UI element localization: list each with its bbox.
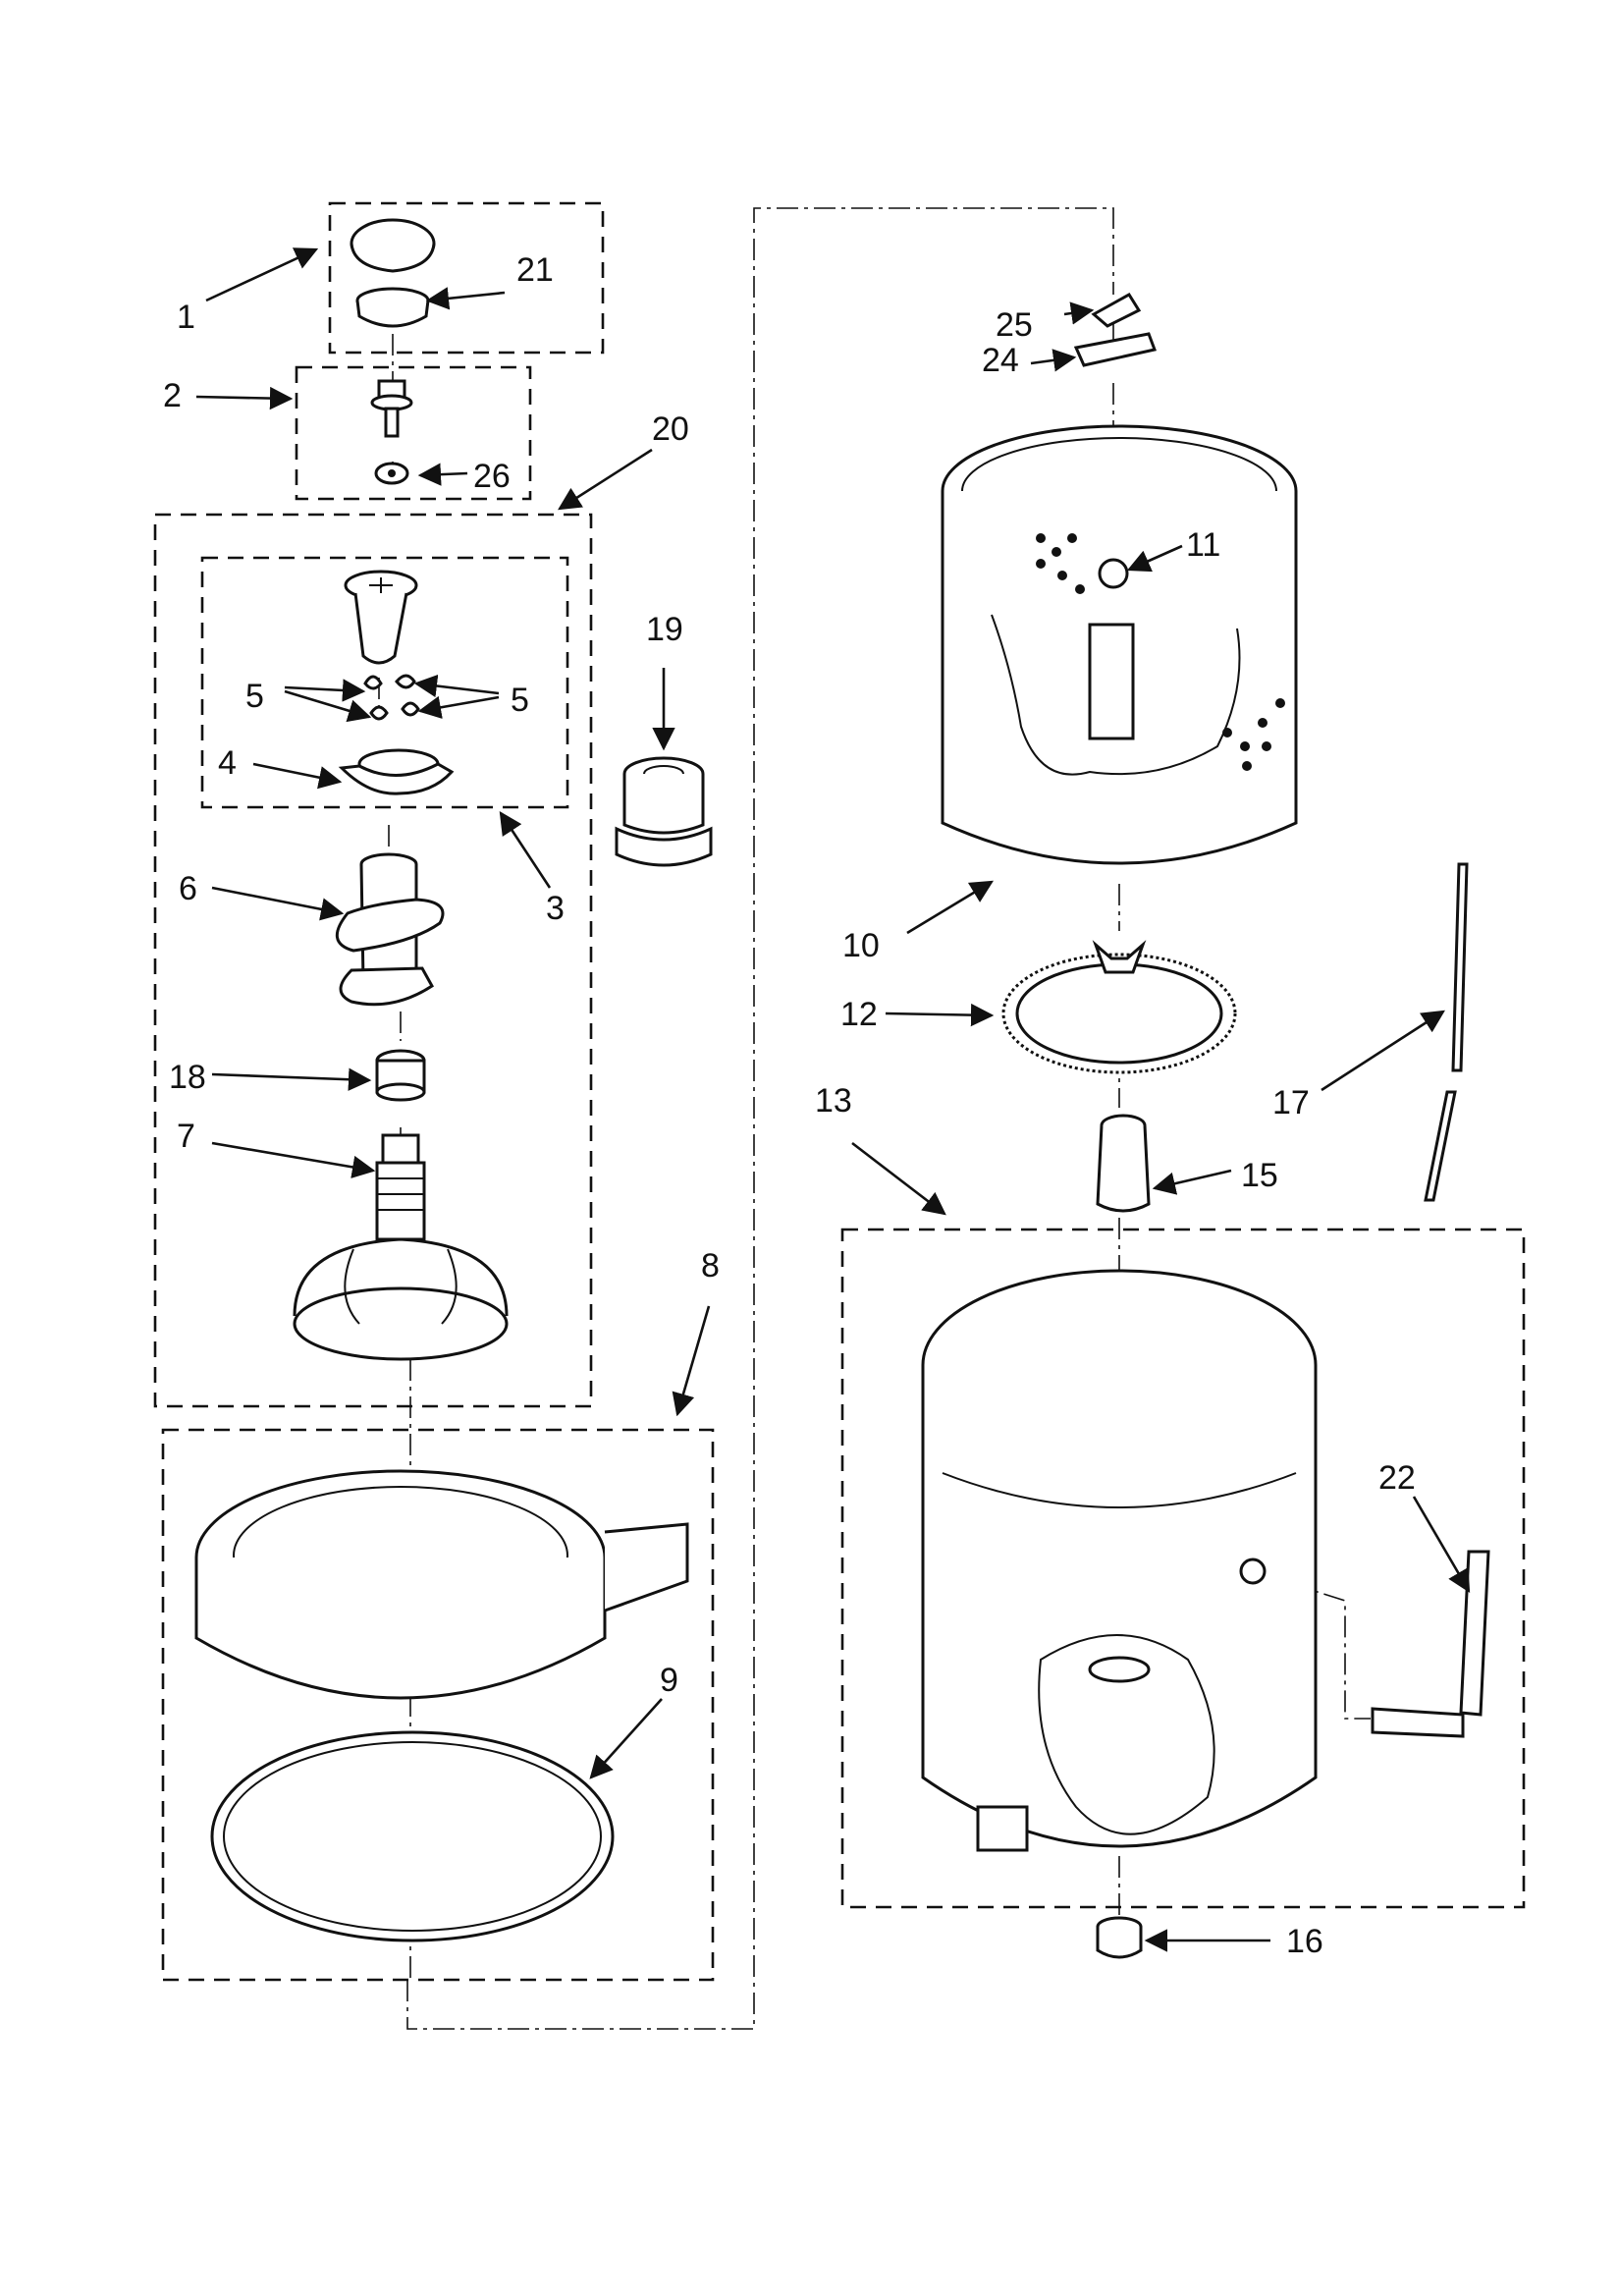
callout-24: 24: [982, 342, 1019, 379]
callout-21: 21: [516, 251, 554, 289]
tube-17: [1424, 862, 1469, 1202]
box-13: [840, 1228, 1526, 1909]
box-3: [200, 556, 569, 809]
callout-13: 13: [815, 1082, 852, 1120]
callout-16: 16: [1286, 1923, 1323, 1960]
callout-12: 12: [840, 996, 878, 1033]
auger-6: [336, 852, 445, 1007]
leader-arrows: [195, 247, 1471, 1952]
callout-3: 3: [546, 890, 565, 927]
box-8: [161, 1428, 715, 1982]
callout-18: 18: [169, 1059, 206, 1096]
bracket-24: [1073, 332, 1158, 367]
washer-26: [374, 462, 409, 485]
bolt-2: [370, 379, 413, 438]
coupling-15: [1096, 1114, 1151, 1213]
tub-ring-8: [194, 1469, 689, 1700]
dog-cap-3: [344, 570, 418, 665]
callout-8: 8: [701, 1247, 720, 1285]
callout-15: 15: [1241, 1157, 1278, 1194]
callout-labels: 1 2 3 4 5 5 6 7 8 9 10 11 12 13 15 16 17…: [163, 251, 1416, 1960]
hose-22: [1371, 1550, 1490, 1738]
callout-22: 22: [1378, 1459, 1416, 1497]
callout-6: 6: [179, 870, 197, 907]
tub-13: [921, 1269, 1318, 1852]
dogs-5: [363, 674, 420, 721]
group-boxes: [153, 201, 1526, 1982]
callout-20: 20: [652, 410, 689, 448]
callout-7: 7: [177, 1118, 195, 1155]
basket-10: [941, 424, 1298, 865]
plug-16: [1096, 1916, 1143, 1959]
bearing-19: [615, 756, 713, 867]
callout-10: 10: [842, 927, 880, 964]
callout-1: 1: [177, 299, 195, 336]
callout-2: 2: [163, 377, 182, 414]
callout-4: 4: [218, 744, 237, 782]
callout-17: 17: [1272, 1084, 1310, 1121]
agitator-cap: [350, 218, 436, 273]
bearing-18: [375, 1049, 426, 1102]
basket-holes: [1036, 533, 1285, 771]
callout-26: 26: [473, 458, 511, 495]
clip-25: [1091, 292, 1142, 328]
box-20: [153, 513, 593, 1408]
callout-11: 11: [1186, 526, 1220, 564]
agitator-base-7: [293, 1133, 509, 1361]
seal-ring-9: [210, 1730, 615, 1942]
callout-25: 25: [996, 306, 1033, 344]
seal-ring-21: [355, 287, 430, 328]
callout-5-right: 5: [511, 682, 529, 719]
connector-line: [406, 207, 1114, 2030]
box-1: [328, 201, 605, 355]
callout-5-left: 5: [245, 678, 264, 715]
cam-4: [338, 748, 455, 795]
callout-19: 19: [646, 611, 683, 648]
box-2: [295, 365, 532, 501]
callout-9: 9: [660, 1662, 678, 1699]
pulley-12: [1001, 940, 1237, 1074]
